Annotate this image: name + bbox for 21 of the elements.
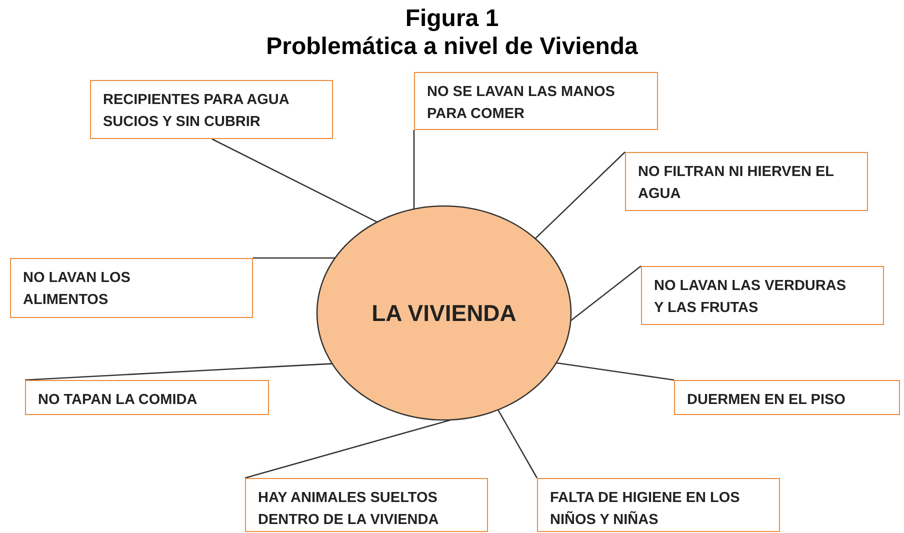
problem-box: NO SE LAVAN LAS MANOS PARA COMER xyxy=(414,72,658,130)
connector-line xyxy=(212,138,378,223)
connector-line xyxy=(534,152,626,240)
problem-box: DUERMEN EN EL PISO xyxy=(674,380,900,415)
problem-box: NO TAPAN LA COMIDA xyxy=(25,380,269,415)
figure-number: Figura 1 xyxy=(404,6,500,32)
connector-line xyxy=(413,130,415,210)
central-label: LA VIVIENDA xyxy=(372,300,516,326)
connector-line xyxy=(244,419,452,479)
connector-line xyxy=(570,265,642,322)
connector-line xyxy=(253,257,336,259)
problem-box: HAY ANIMALES SUELTOS DENTRO DE LA VIVIENDA xyxy=(245,478,488,532)
title: Problemática a nivel de Vivienda xyxy=(265,34,639,60)
problem-box: NO LAVAN LAS VERDURAS Y LAS FRUTAS xyxy=(641,266,884,325)
problem-box: FALTA DE HIGIENE EN LOS NIÑOS Y NIÑAS xyxy=(537,478,780,532)
connector-line xyxy=(556,362,674,381)
problem-box: RECIPIENTES PARA AGUA SUCIOS Y SIN CUBRIR xyxy=(90,80,333,139)
connector-line xyxy=(497,410,538,478)
problem-box: NO FILTRAN NI HIERVEN EL AGUA xyxy=(625,152,868,211)
problem-box: NO LAVAN LOS ALIMENTOS xyxy=(10,258,253,318)
connector-line xyxy=(24,363,332,381)
